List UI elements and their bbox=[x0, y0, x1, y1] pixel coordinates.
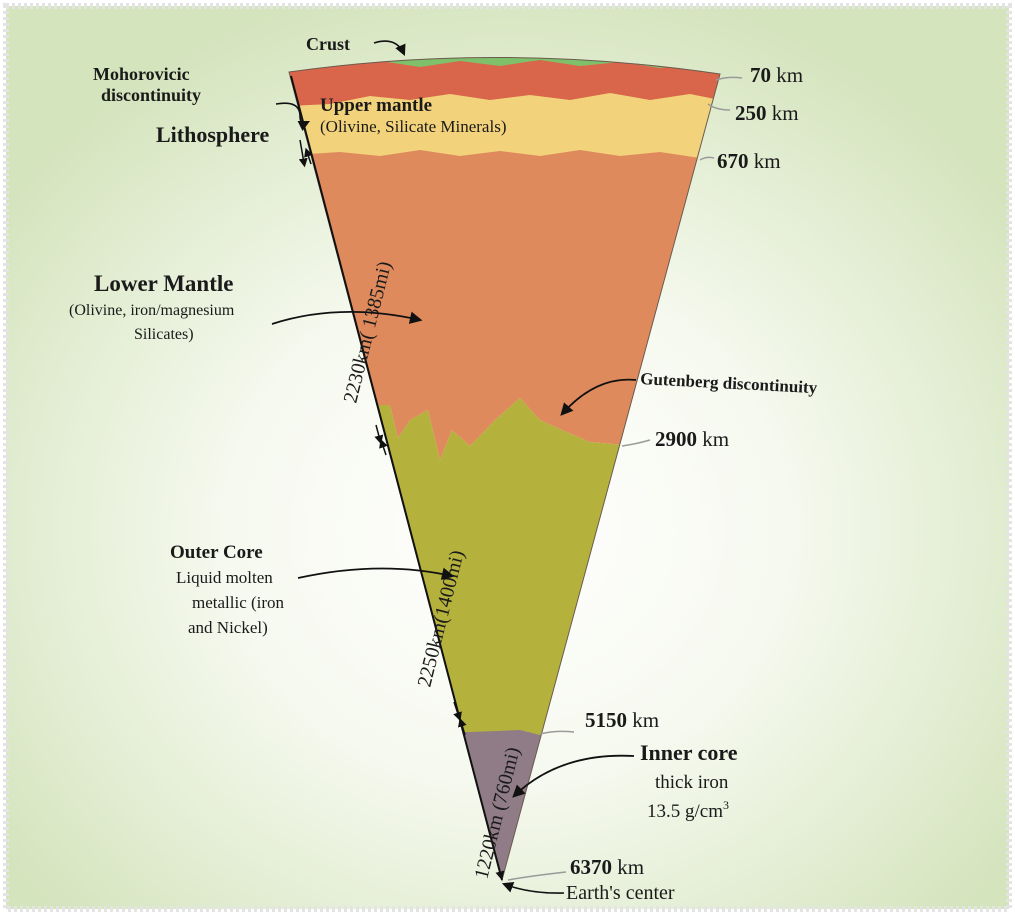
lower-mantle-label: Lower Mantle bbox=[94, 271, 233, 296]
moho-label-line2: discontinuity bbox=[101, 85, 201, 105]
moho-label-line1: Mohorovicic bbox=[93, 64, 190, 84]
axis-tick-mark bbox=[374, 424, 384, 445]
axis-tick-mark bbox=[379, 438, 388, 456]
lithosphere-label: Lithosphere bbox=[156, 122, 270, 147]
crust-arrow bbox=[373, 40, 406, 57]
depth-5150: 5150 km bbox=[585, 708, 659, 732]
lower-mantle-arrow bbox=[271, 311, 423, 325]
depth-axis-line bbox=[290, 75, 503, 881]
outer-core-arrow bbox=[297, 567, 455, 580]
upper-mantle-label: Upper mantle bbox=[320, 95, 432, 116]
inner-core-sublabel: thick iron bbox=[655, 772, 729, 793]
inner-core-density: 13.5 g/cm3 bbox=[647, 798, 729, 822]
upper-mantle-layer bbox=[289, 85, 720, 160]
outer-core-sublabel2: metallic (iron bbox=[192, 593, 285, 612]
axis-tick-mark bbox=[453, 701, 462, 722]
axis-tick-mark bbox=[298, 139, 308, 168]
earth-center-label: Earth's center bbox=[566, 882, 675, 904]
axis-tick-mark bbox=[495, 859, 505, 881]
depth-250: 250 km bbox=[735, 101, 799, 125]
outer-core-label: Outer Core bbox=[170, 542, 263, 563]
depth-leaders bbox=[507, 76, 743, 881]
inner-core-arrow bbox=[512, 754, 635, 798]
axis-tick-mark bbox=[304, 147, 313, 165]
depth-2900: 2900 km bbox=[655, 427, 729, 451]
moho-arrow bbox=[275, 102, 311, 132]
lower-mantle-sublabel1: (Olivine, iron/magnesium bbox=[69, 302, 235, 319]
depth-6370: 6370 km bbox=[570, 855, 644, 879]
lower-mantle-sublabel2: Silicates) bbox=[134, 326, 194, 343]
wedge-outline bbox=[288, 56, 721, 882]
earth-center-arrow bbox=[501, 881, 565, 894]
upper-mantle-sublabel: (Olivine, Silicate Minerals) bbox=[320, 117, 506, 136]
depth-670: 670 km bbox=[717, 149, 781, 173]
outer-core-sublabel3: and Nickel) bbox=[188, 618, 268, 637]
crust-label: Crust bbox=[306, 34, 350, 54]
gutenberg-arrow bbox=[560, 378, 637, 416]
axis-tick-mark bbox=[458, 717, 467, 736]
depth-70: 70 km bbox=[750, 63, 803, 87]
outer-core-sublabel1: Liquid molten bbox=[176, 568, 273, 587]
inner-core-label: Inner core bbox=[640, 740, 738, 765]
